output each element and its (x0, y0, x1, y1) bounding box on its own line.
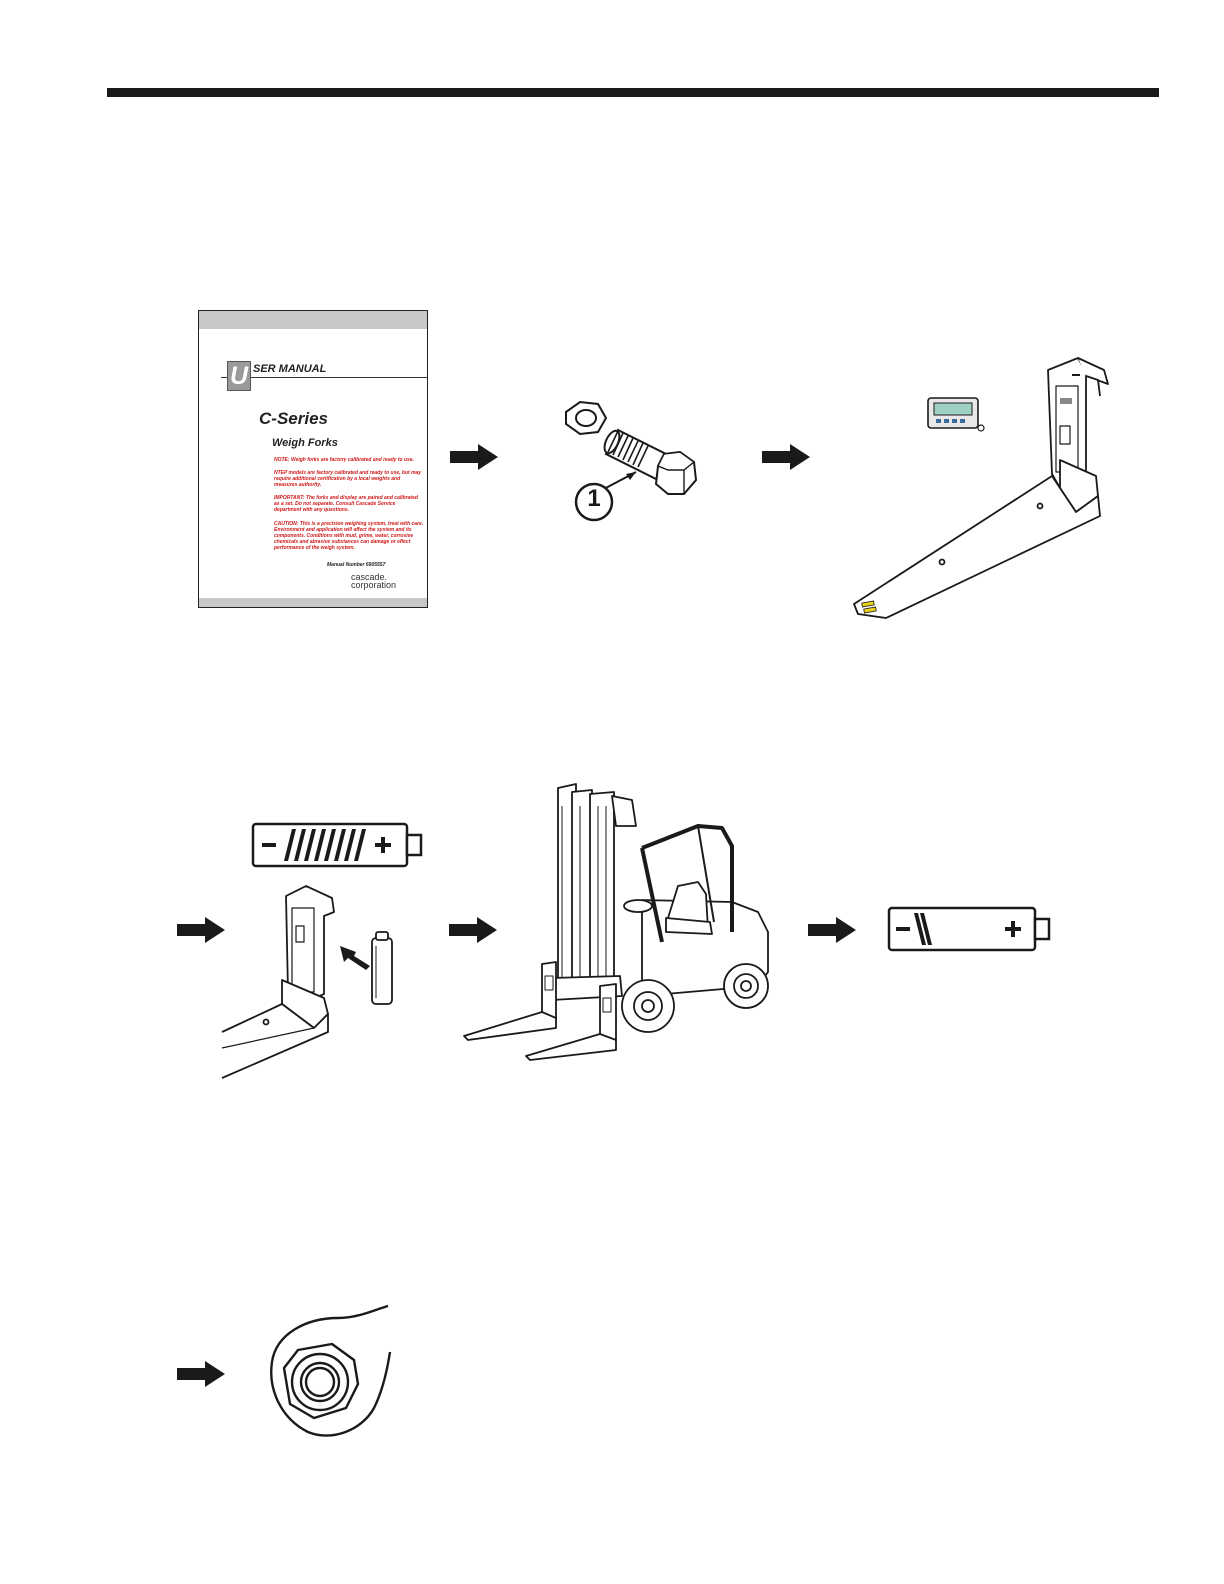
arrow-right-icon (762, 444, 810, 470)
arrow-right-icon (177, 1361, 225, 1387)
arrow-right-icon (450, 444, 498, 470)
manual-note-3: IMPORTANT: The forks and display are pai… (274, 495, 418, 513)
manual-note-1: NOTE: Weigh forks are factory calibrated… (274, 457, 414, 463)
weigh-display-icon (927, 397, 985, 432)
arrow-right-icon (177, 917, 225, 943)
callout-number: 1 (587, 485, 601, 512)
battery-low-icon (887, 906, 1051, 952)
manual-subtitle: Weigh Forks (272, 437, 338, 449)
manual-initial: U (227, 361, 251, 391)
weigh-fork-icon (853, 357, 1109, 619)
manual-logo-line2: corporation (351, 580, 397, 590)
bolt-and-nut-icon (565, 400, 698, 495)
callout-leader (574, 471, 637, 522)
wrench-on-nut-icon (270, 1304, 392, 1437)
manual-logo-line1: cascade. (351, 572, 388, 582)
fork-battery-insert-icon (221, 885, 393, 1079)
arrow-right-icon (449, 917, 497, 943)
manual-note-2: NTEP models are factory calibrated and r… (274, 470, 422, 488)
manual-note-4: CAUTION: This is a precision weighing sy… (274, 521, 424, 551)
arrow-right-icon (808, 917, 856, 943)
forklift-icon (463, 783, 769, 1061)
user-manual-cover: U SER MANUAL C-Series Weigh Forks NOTE: … (198, 310, 428, 608)
manual-series: C-Series (259, 409, 328, 428)
battery-full-icon (251, 822, 423, 868)
manual-logo: cascade. corporation (351, 572, 397, 590)
manual-title: SER MANUAL (253, 363, 327, 375)
manual-top-band (199, 311, 427, 329)
manual-number: Manual Number 6905557 (327, 562, 386, 568)
header-rule (107, 88, 1159, 97)
manual-title-rule (221, 377, 427, 378)
manual-bottom-band (199, 598, 427, 607)
